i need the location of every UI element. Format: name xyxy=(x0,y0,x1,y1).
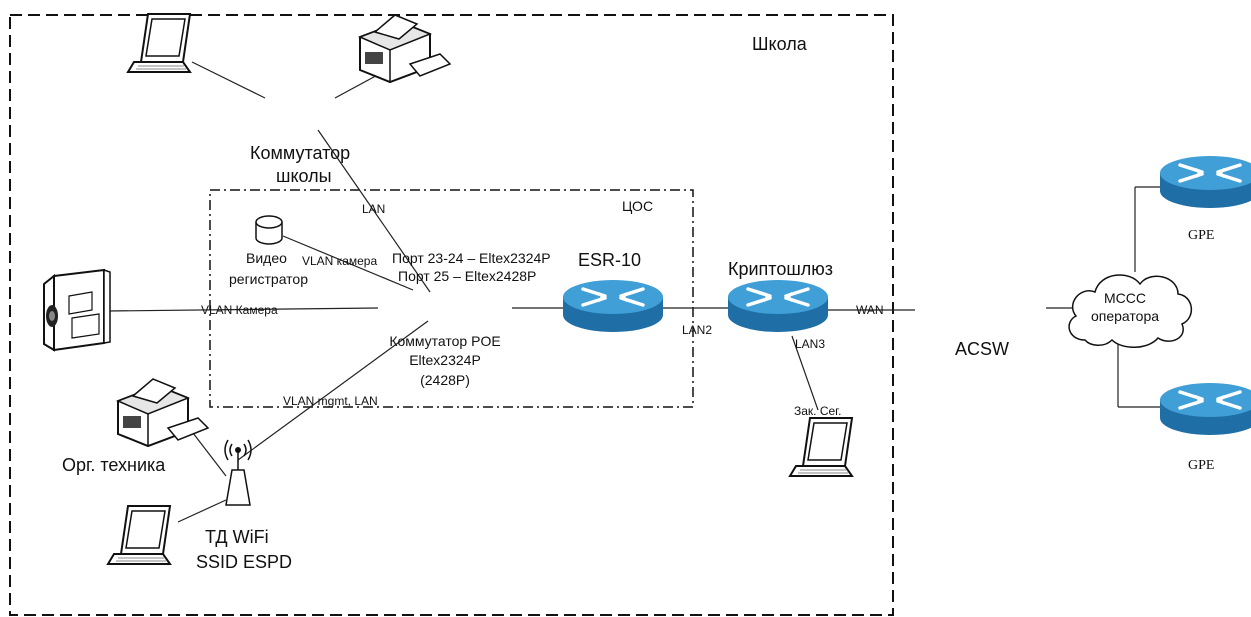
cos-zone-border xyxy=(209,189,694,408)
ports-label-2: Порт 25 – Eltex2428P xyxy=(398,268,537,284)
poe-switch-label-3: (2428P) xyxy=(420,372,470,388)
vlan-mgmt-lan-label: VLAN mgmt, LAN xyxy=(283,394,378,408)
crypto-gateway-router-icon xyxy=(726,278,830,334)
video-recorder-icon xyxy=(255,215,283,245)
wifi-antenna-icon xyxy=(224,439,252,506)
printer-top-icon xyxy=(359,14,451,83)
laptop-top-icon xyxy=(127,13,191,73)
school-zone-border xyxy=(9,14,894,616)
video-recorder-label-2: регистратор xyxy=(229,271,309,287)
link-lan xyxy=(317,129,431,293)
camera-icon xyxy=(43,268,111,352)
closed-segment-label: Зак. Сег. xyxy=(794,404,842,418)
esr10-label: ESR-10 xyxy=(578,250,642,270)
gpe-top-label: GPE xyxy=(1188,228,1215,243)
wan-label: WAN xyxy=(856,303,884,317)
link-camera xyxy=(107,307,379,312)
school-zone-label: Школа xyxy=(752,34,807,54)
link-printer-wifi xyxy=(192,432,227,477)
ports-label-1: Порт 23-24 – Eltex2324P xyxy=(392,250,551,266)
link-video-recorder xyxy=(282,235,414,291)
crypto-gateway-label: Криптошлюз xyxy=(728,259,834,279)
school-switch-label-2: школы xyxy=(276,166,332,186)
cloud-label-1: МССС xyxy=(1104,290,1146,306)
gpe-top-router-icon xyxy=(1158,154,1251,210)
lan3-label: LAN3 xyxy=(795,337,826,351)
esr10-router-icon xyxy=(561,278,665,334)
operator-cloud-icon xyxy=(1068,274,1192,348)
poe-switch-label-2: Eltex2324P xyxy=(409,352,481,368)
printer-office-icon xyxy=(117,378,209,447)
school-switch-label-1: Коммутатор xyxy=(250,143,351,163)
lan2-label: LAN2 xyxy=(682,323,713,337)
cos-zone-label: ЦОС xyxy=(622,198,654,214)
vlan-camera-upper-label: VLAN Камера xyxy=(201,303,278,317)
gpe-bottom-router-icon xyxy=(1158,381,1251,437)
wifi-ap-label-2: SSID ESPD xyxy=(196,552,293,572)
office-equipment-label: Орг. техника xyxy=(62,455,166,475)
acsw-label: ACSW xyxy=(955,339,1009,359)
laptop-wifi-icon xyxy=(107,505,171,565)
vlan-camera-lower-label: VLAN камера xyxy=(302,254,378,268)
lan-link-label: LAN xyxy=(362,202,386,216)
wifi-ap-label-1: ТД WiFi xyxy=(205,527,269,547)
video-recorder-label-1: Видео xyxy=(246,250,287,266)
cloud-label-2: оператора xyxy=(1090,308,1160,324)
link-lan3 xyxy=(791,335,819,411)
link-laptop-top xyxy=(191,61,266,99)
link-wifi xyxy=(237,320,429,461)
laptop-closed-segment-icon xyxy=(789,417,853,477)
link-wifi-laptop xyxy=(177,499,227,523)
gpe-bottom-label: GPE xyxy=(1188,458,1215,473)
poe-switch-label-1: Коммутатор POE xyxy=(389,333,501,349)
